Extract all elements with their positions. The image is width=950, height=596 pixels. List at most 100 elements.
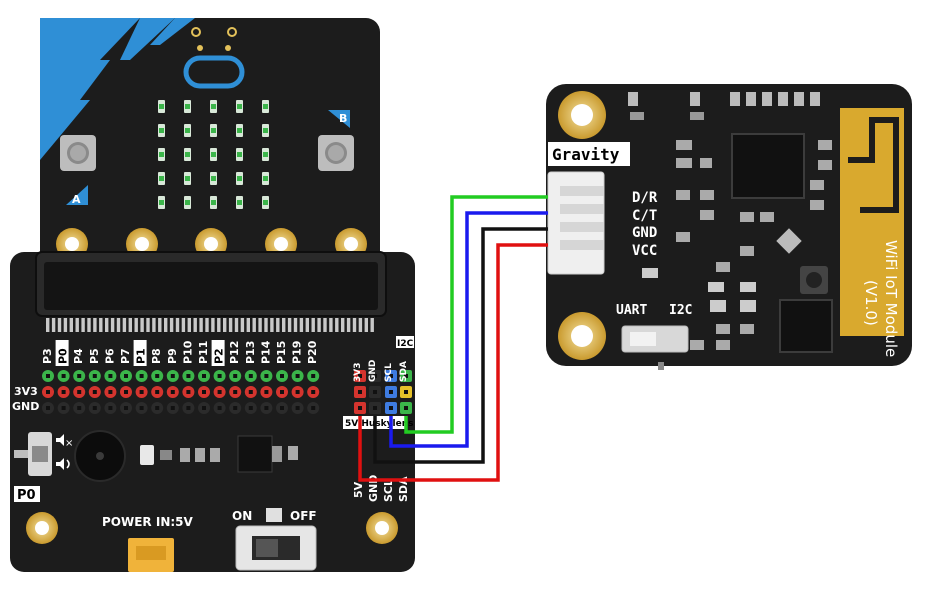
pin-label: P4	[72, 348, 85, 364]
edge-pin	[228, 318, 233, 332]
edge-pin	[75, 318, 79, 332]
sound-switch[interactable]	[14, 432, 52, 476]
pin-label: P5	[88, 348, 101, 364]
pin-label: P11	[197, 341, 210, 364]
pin-label: P7	[119, 348, 132, 364]
power-switch[interactable]	[235, 525, 317, 571]
edge-pin	[87, 318, 91, 332]
edge-pin	[282, 318, 286, 332]
edge-pin	[51, 318, 56, 332]
speaker-on-icon	[56, 458, 70, 470]
button-b[interactable]: B	[318, 110, 354, 171]
edge-pin	[93, 318, 97, 332]
wifi-iot-module: Gravity D/R C/T GND VCC	[546, 84, 912, 370]
module-version: (V1.0)	[862, 280, 880, 326]
edge-pin	[223, 318, 227, 332]
module-i2c-label: I2C	[669, 303, 692, 318]
edge-pin	[258, 318, 262, 332]
pin-label: P9	[166, 348, 179, 364]
wire-vcc	[358, 243, 548, 482]
bottom-label-sda: SDA	[397, 476, 410, 502]
svg-text:×: ×	[65, 438, 73, 449]
gravity-label: Gravity	[552, 145, 620, 164]
edge-pin	[305, 318, 309, 332]
pin-label-vcc: VCC	[632, 243, 657, 259]
pin-label: P6	[103, 348, 116, 364]
uart-i2c-switch[interactable]	[621, 325, 689, 353]
edge-pin	[140, 318, 144, 332]
edge-connector-pins	[46, 318, 374, 332]
edge-pin	[341, 318, 345, 332]
row-label-gnd: GND	[12, 400, 39, 413]
bottom-label-scl: SCL	[382, 479, 395, 502]
edge-pin	[164, 318, 168, 332]
edge-pin	[287, 318, 292, 332]
module-title: WiFi IoT Module	[882, 240, 900, 357]
bottom-label-5v: 5V	[352, 481, 365, 498]
wire-sda	[404, 195, 548, 434]
microbit-logo-icon	[183, 55, 245, 89]
edge-pin	[276, 318, 280, 332]
pin-label: P13	[244, 341, 257, 364]
edge-pin	[169, 318, 174, 332]
edge-pin	[205, 318, 209, 332]
pin-label: P19	[291, 341, 304, 364]
button-a-label: A	[72, 193, 81, 206]
module-components	[628, 92, 833, 370]
pin-label: P14	[259, 340, 272, 364]
edge-pin	[311, 318, 315, 332]
off-label: OFF	[290, 509, 317, 523]
edge-pin	[299, 318, 304, 332]
edge-pin	[252, 318, 256, 332]
pin-label: P20	[306, 340, 319, 364]
smd-components	[140, 435, 298, 473]
edge-pin	[128, 318, 132, 332]
edge-pin	[193, 318, 197, 332]
edge-pin	[246, 318, 250, 332]
edge-pin	[270, 318, 274, 332]
edge-pin	[46, 318, 50, 332]
pin-label: P0	[57, 348, 70, 364]
edge-pin	[134, 318, 138, 332]
uart-label: UART	[616, 303, 647, 318]
edge-pin	[105, 318, 109, 332]
pin-label: P10	[181, 340, 194, 364]
edge-pin	[152, 318, 156, 332]
pin-label-ct: C/T	[632, 208, 657, 224]
microbit-board: A B	[40, 18, 380, 280]
pin-label: P1	[135, 348, 148, 364]
edge-pin	[116, 318, 121, 332]
power-label: POWER IN:5V	[102, 515, 194, 529]
edge-pin	[158, 318, 162, 332]
pin-label: P8	[150, 348, 163, 364]
edge-pin	[364, 318, 368, 332]
pin-label-dr: D/R	[632, 190, 658, 206]
power-connector[interactable]	[128, 538, 174, 572]
gravity-connector[interactable]	[547, 171, 605, 275]
edge-pin	[211, 318, 215, 332]
edge-pin	[63, 318, 68, 332]
edge-pin	[234, 318, 239, 332]
edge-pin	[335, 318, 339, 332]
button-a[interactable]: A	[60, 135, 96, 206]
edge-pin	[175, 318, 180, 332]
header-label-scl: SCL	[384, 363, 394, 382]
edge-pin	[217, 318, 221, 332]
edge-pin	[57, 318, 62, 332]
wires	[358, 195, 548, 482]
huskylens-label: 5V Huskylens	[345, 419, 413, 429]
edge-pin	[264, 318, 268, 332]
edge-pin	[122, 318, 127, 332]
edge-pin	[199, 318, 203, 332]
edge-pin	[99, 318, 103, 332]
edge-pin	[323, 318, 327, 332]
edge-pin	[346, 318, 351, 332]
wire-gnd	[373, 227, 548, 464]
header-label-gnd: GND	[368, 360, 378, 382]
pin-label: P3	[41, 348, 54, 364]
wire-scl	[389, 211, 548, 448]
header-label-3v3: 3V3	[353, 363, 363, 383]
